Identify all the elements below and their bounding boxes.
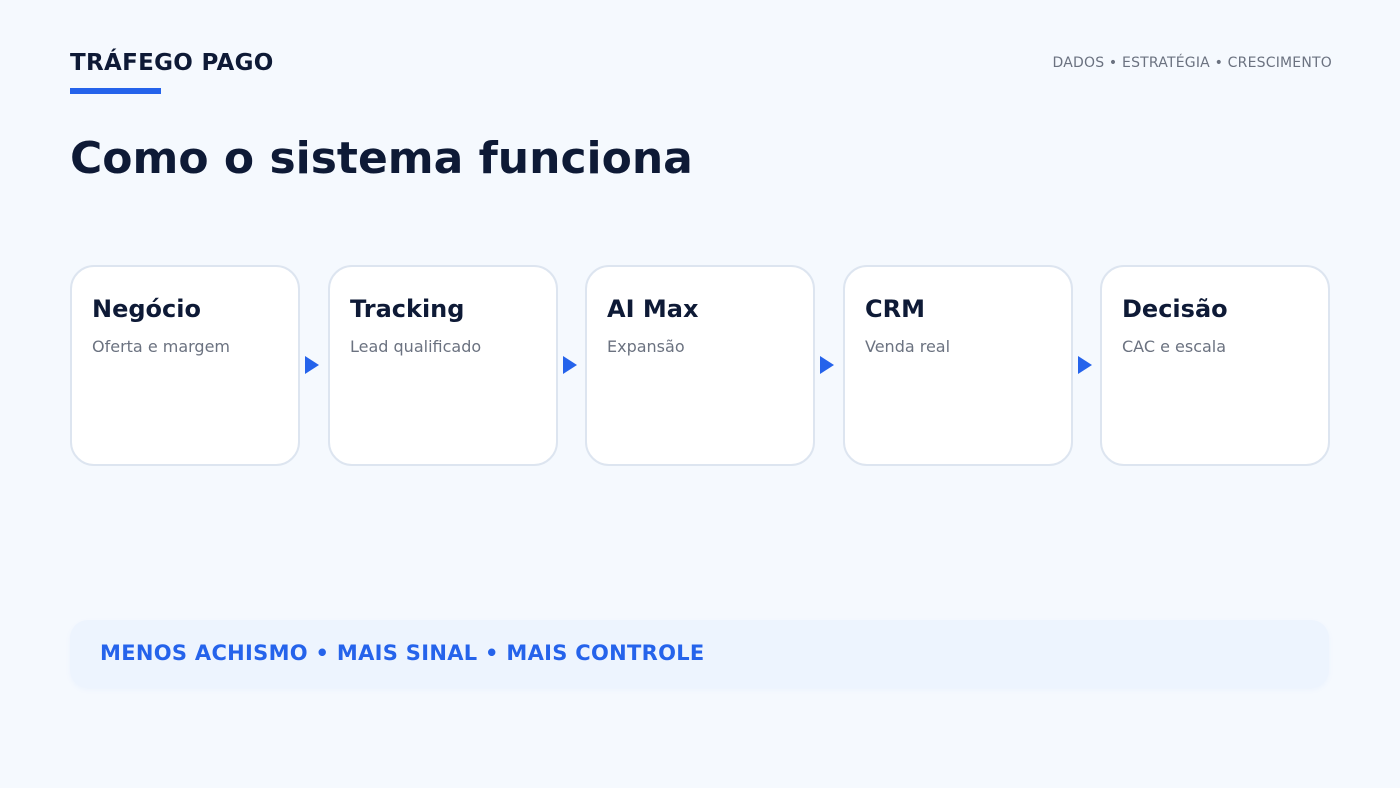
tagline: DADOS • ESTRATÉGIA • CRESCIMENTO <box>1052 55 1332 71</box>
step-card-decisao: Decisão CAC e escala <box>1100 265 1330 466</box>
step-subtitle: CAC e escala <box>1122 337 1227 356</box>
step-subtitle: Lead qualificado <box>350 337 482 356</box>
arrow-right-icon <box>563 356 577 374</box>
process-flow: Negócio Oferta e margem Tracking Lead qu… <box>70 265 1331 466</box>
step-subtitle: Venda real <box>865 337 951 356</box>
arrow-right-icon <box>1078 356 1092 374</box>
step-card-tracking: Tracking Lead qualificado <box>328 265 558 466</box>
page-title: Como o sistema funciona <box>70 133 693 184</box>
footer-text: MENOS ACHISMO • MAIS SINAL • MAIS CONTRO… <box>100 641 705 665</box>
brand-underline <box>70 88 161 94</box>
step-subtitle: Expansão <box>607 337 685 356</box>
step-title: Tracking <box>350 295 465 323</box>
step-title: AI Max <box>607 295 699 323</box>
brand-title: TRÁFEGO PAGO <box>70 50 274 76</box>
step-card-ai-max: AI Max Expansão <box>585 265 815 466</box>
arrow-right-icon <box>305 356 319 374</box>
step-title: Decisão <box>1122 295 1228 323</box>
step-title: Negócio <box>92 295 201 323</box>
step-card-crm: CRM Venda real <box>843 265 1073 466</box>
step-subtitle: Oferta e margem <box>92 337 231 356</box>
step-card-negocio: Negócio Oferta e margem <box>70 265 300 466</box>
footer-banner: MENOS ACHISMO • MAIS SINAL • MAIS CONTRO… <box>70 620 1329 688</box>
step-title: CRM <box>865 295 925 323</box>
arrow-right-icon <box>820 356 834 374</box>
